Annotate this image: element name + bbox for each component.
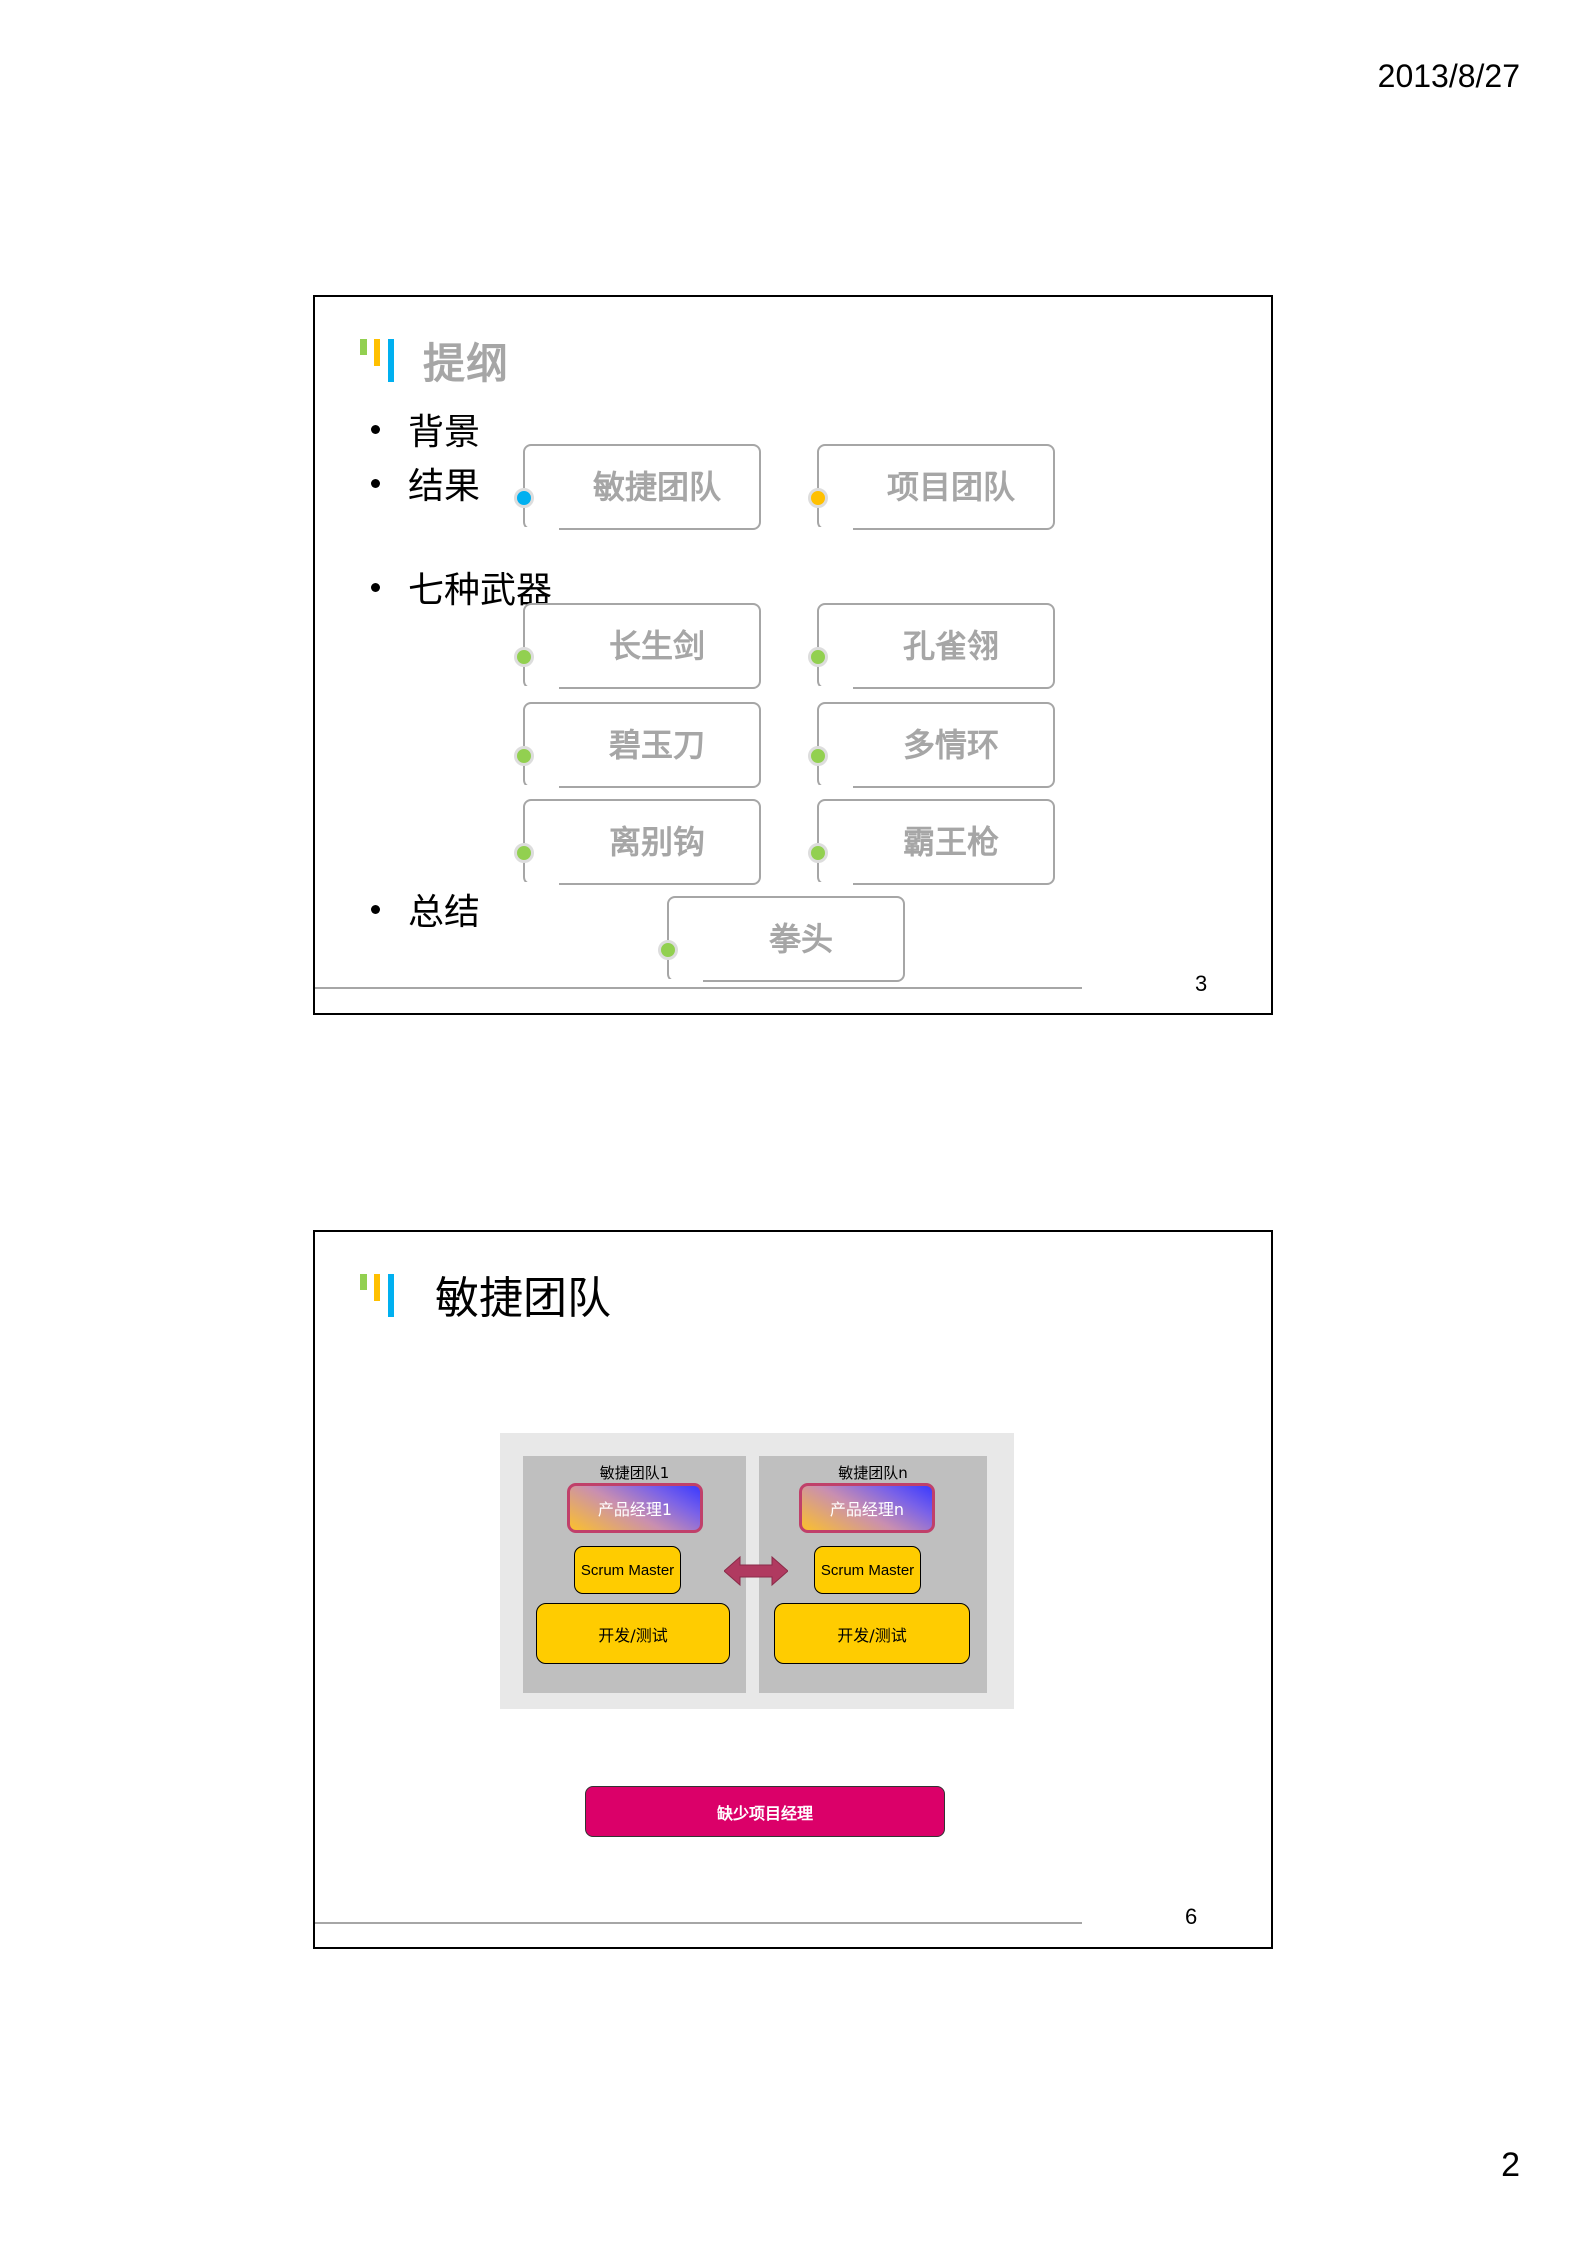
outline-node-agile-team[interactable]: 敏捷团队 xyxy=(514,444,761,532)
node-dot-icon xyxy=(514,647,534,667)
bullet-item: 总结 xyxy=(371,883,480,935)
outline-node-weapon[interactable]: 碧玉刀 xyxy=(514,702,761,790)
missing-project-manager-callout: 缺少项目经理 xyxy=(585,1786,945,1837)
outline-node-weapon[interactable]: 长生剑 xyxy=(514,603,761,691)
slide-title: 提纲 xyxy=(423,339,510,388)
node-dot-icon xyxy=(808,843,828,863)
product-manager-box: 产品经理1 xyxy=(567,1483,703,1533)
slide-outline: 提纲 背景 结果 七种武器 总结 敏捷团队 项目团队 长生剑 孔雀翎 碧 xyxy=(313,295,1273,1015)
node-dot-icon xyxy=(658,940,678,960)
node-dot-icon xyxy=(514,488,534,508)
bullet-dot-icon xyxy=(371,424,380,434)
node-dot-icon xyxy=(808,647,828,667)
slide-agile-team: 敏捷团队 敏捷团队1 产品经理1 Scrum Master 开发/测试 敏捷团队… xyxy=(313,1230,1273,1949)
bullet-item: 结果 xyxy=(371,457,480,509)
dev-test-box: 开发/测试 xyxy=(774,1603,970,1664)
dev-test-box: 开发/测试 xyxy=(536,1603,730,1664)
node-dot-icon xyxy=(514,843,534,863)
outline-node-weapon[interactable]: 孔雀翎 xyxy=(808,603,1055,691)
outline-node-project-team[interactable]: 项目团队 xyxy=(808,444,1055,532)
slide-footer-divider xyxy=(315,987,1082,989)
team-panel: 敏捷团队1 产品经理1 Scrum Master 开发/测试 xyxy=(523,1456,746,1693)
scrum-master-box: Scrum Master xyxy=(814,1546,921,1594)
page-number: 2 xyxy=(1501,2146,1520,2184)
node-dot-icon xyxy=(808,746,828,766)
double-arrow-icon xyxy=(724,1555,788,1587)
scrum-master-box: Scrum Master xyxy=(574,1546,681,1594)
slide-number: 3 xyxy=(1195,971,1208,996)
node-dot-icon xyxy=(514,746,534,766)
outline-node-fist[interactable]: 拳头 xyxy=(658,896,905,984)
slide-number: 6 xyxy=(1185,1904,1198,1929)
print-date: 2013/8/27 xyxy=(1377,58,1520,94)
outline-node-weapon[interactable]: 霸王枪 xyxy=(808,799,1055,887)
bullet-dot-icon xyxy=(371,582,380,592)
outline-node-weapon[interactable]: 多情环 xyxy=(808,702,1055,790)
agile-teams-diagram: 敏捷团队1 产品经理1 Scrum Master 开发/测试 敏捷团队n 产品经… xyxy=(500,1433,1014,1709)
product-manager-box: 产品经理n xyxy=(799,1483,935,1533)
team-panel: 敏捷团队n 产品经理n Scrum Master 开发/测试 xyxy=(759,1456,987,1693)
bullet-dot-icon xyxy=(371,904,380,914)
bullet-dot-icon xyxy=(371,478,380,488)
slide-title: 敏捷团队 xyxy=(435,1273,611,1324)
node-dot-icon xyxy=(808,488,828,508)
slide-footer-divider xyxy=(315,1922,1082,1924)
outline-node-weapon[interactable]: 离别钩 xyxy=(514,799,761,887)
bullet-item: 背景 xyxy=(371,403,480,455)
